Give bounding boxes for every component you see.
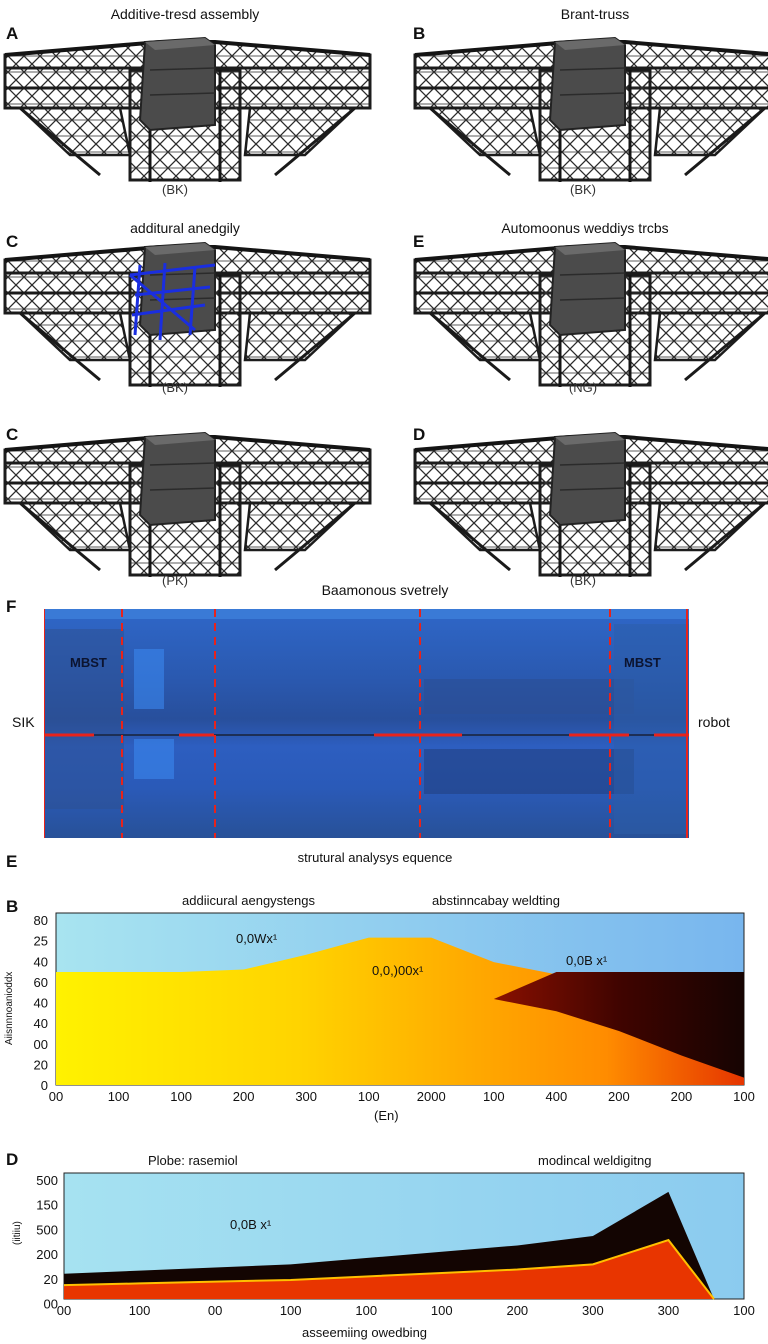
series-upper-area — [56, 937, 744, 1085]
x-tick-label: 200 — [233, 1089, 255, 1104]
x-tick-label: 100 — [733, 1089, 755, 1104]
truss-illustration — [3, 241, 372, 389]
y-tick-label: 80 — [34, 913, 48, 928]
chart-b-label-right: abstinncabay weldting — [432, 893, 560, 908]
y-tick-label: 0 — [41, 1078, 48, 1093]
heatmap-tag-left: MBST — [70, 655, 107, 670]
heatmap-left-label: SIK — [12, 714, 35, 730]
panel-letter: B — [413, 24, 426, 43]
chart-b-xlabel: (En) — [374, 1108, 399, 1123]
x-tick-label: 2000 — [417, 1089, 446, 1104]
x-tick-label: 200 — [506, 1303, 528, 1318]
panel-caption: (NG) — [568, 380, 598, 395]
x-tick-label: 300 — [658, 1303, 680, 1318]
truss-illustration — [3, 431, 372, 579]
chart-b-label-left: addiicural aengystengs — [182, 893, 315, 908]
y-tick-label: 25 — [34, 934, 48, 949]
panel-letter: C — [6, 425, 19, 444]
panel-title: Brant-truss — [560, 6, 630, 22]
x-tick-label: 100 — [358, 1089, 380, 1104]
panel-title: Additive-tresd assembly — [110, 6, 260, 22]
x-tick-label: 00 — [208, 1303, 222, 1318]
y-tick-label: 40 — [34, 1016, 48, 1031]
annotation: 0,0,)00x¹ — [372, 963, 424, 978]
panel-letter: F — [6, 597, 17, 616]
x-tick-label: 100 — [108, 1089, 130, 1104]
x-tick-label: 100 — [431, 1303, 453, 1318]
y-tick-label: 60 — [34, 975, 48, 990]
series-lower-area — [493, 971, 744, 1078]
y-tick-label: 500 — [36, 1173, 58, 1188]
heatmap-caption: strutural analysys equence — [297, 850, 453, 865]
chart-d-label-left: Plobe: rasemiol — [148, 1153, 238, 1168]
heatmap-overlay — [44, 609, 689, 838]
x-tick-label: 300 — [582, 1303, 604, 1318]
y-tick-label: 150 — [36, 1198, 58, 1213]
y-tick-label: 200 — [36, 1247, 58, 1262]
panel-letter-e: E — [6, 852, 18, 871]
x-tick-label: 00 — [49, 1089, 63, 1104]
x-tick-label: 00 — [57, 1303, 71, 1318]
panel-letter: D — [6, 1150, 19, 1169]
chart-d-label-right: modincal weldigitng — [538, 1153, 652, 1168]
y-tick-label: 500 — [36, 1222, 58, 1237]
panel-title: Automoonus weddiys trcbs — [501, 220, 669, 236]
heatmap-tag-right: MBST — [624, 655, 661, 670]
highlight-overlay — [129, 262, 216, 341]
panel-letter: C — [6, 232, 19, 251]
series-red-area — [64, 1240, 744, 1299]
panel-caption: (BK) — [570, 573, 596, 588]
series-edge-line — [63, 1238, 715, 1300]
annotation: 0,0Wx¹ — [236, 931, 278, 946]
x-tick-label: 200 — [671, 1089, 693, 1104]
heatmap-title: Baamonous svetrely — [321, 582, 449, 598]
panel-caption: (PK) — [162, 573, 188, 588]
truss-illustration — [3, 36, 372, 184]
panel-letter: B — [6, 897, 19, 916]
y-tick-label: 00 — [34, 1037, 48, 1052]
annotation: 0,0B x¹ — [230, 1217, 272, 1232]
heatmap-right-label: robot — [698, 714, 730, 730]
x-tick-label: 100 — [280, 1303, 302, 1318]
truss-illustration — [413, 241, 768, 389]
x-tick-label: 100 — [129, 1303, 151, 1318]
y-tick-label: 20 — [34, 1057, 48, 1072]
y-tick-label: 20 — [44, 1272, 58, 1287]
x-tick-label: 300 — [295, 1089, 317, 1104]
heatmap-area: MBST MBST — [44, 609, 689, 838]
truss-illustration — [413, 36, 768, 184]
x-tick-label: 100 — [355, 1303, 377, 1318]
truss-illustration — [413, 431, 768, 579]
y-tick-label: 00 — [44, 1296, 58, 1311]
x-tick-label: 100 — [170, 1089, 192, 1104]
panel-title: additural anedgily — [130, 220, 240, 236]
panel-letter: A — [6, 24, 19, 43]
y-tick-label: 40 — [34, 996, 48, 1011]
x-tick-label: 400 — [546, 1089, 568, 1104]
chart-d-xlabel: asseemiing owedbing — [302, 1325, 428, 1340]
x-tick-label: 200 — [608, 1089, 630, 1104]
panel-caption: (BK) — [162, 182, 188, 197]
panel-caption: (BK) — [162, 380, 188, 395]
panel-caption: (BK) — [570, 182, 596, 197]
panel-letter: E — [413, 232, 425, 251]
annotation: 0,0B x¹ — [566, 953, 608, 968]
x-tick-label: 100 — [483, 1089, 505, 1104]
y-tick-label: 40 — [34, 954, 48, 969]
panel-letter: D — [413, 425, 426, 444]
x-tick-label: 100 — [733, 1303, 755, 1318]
